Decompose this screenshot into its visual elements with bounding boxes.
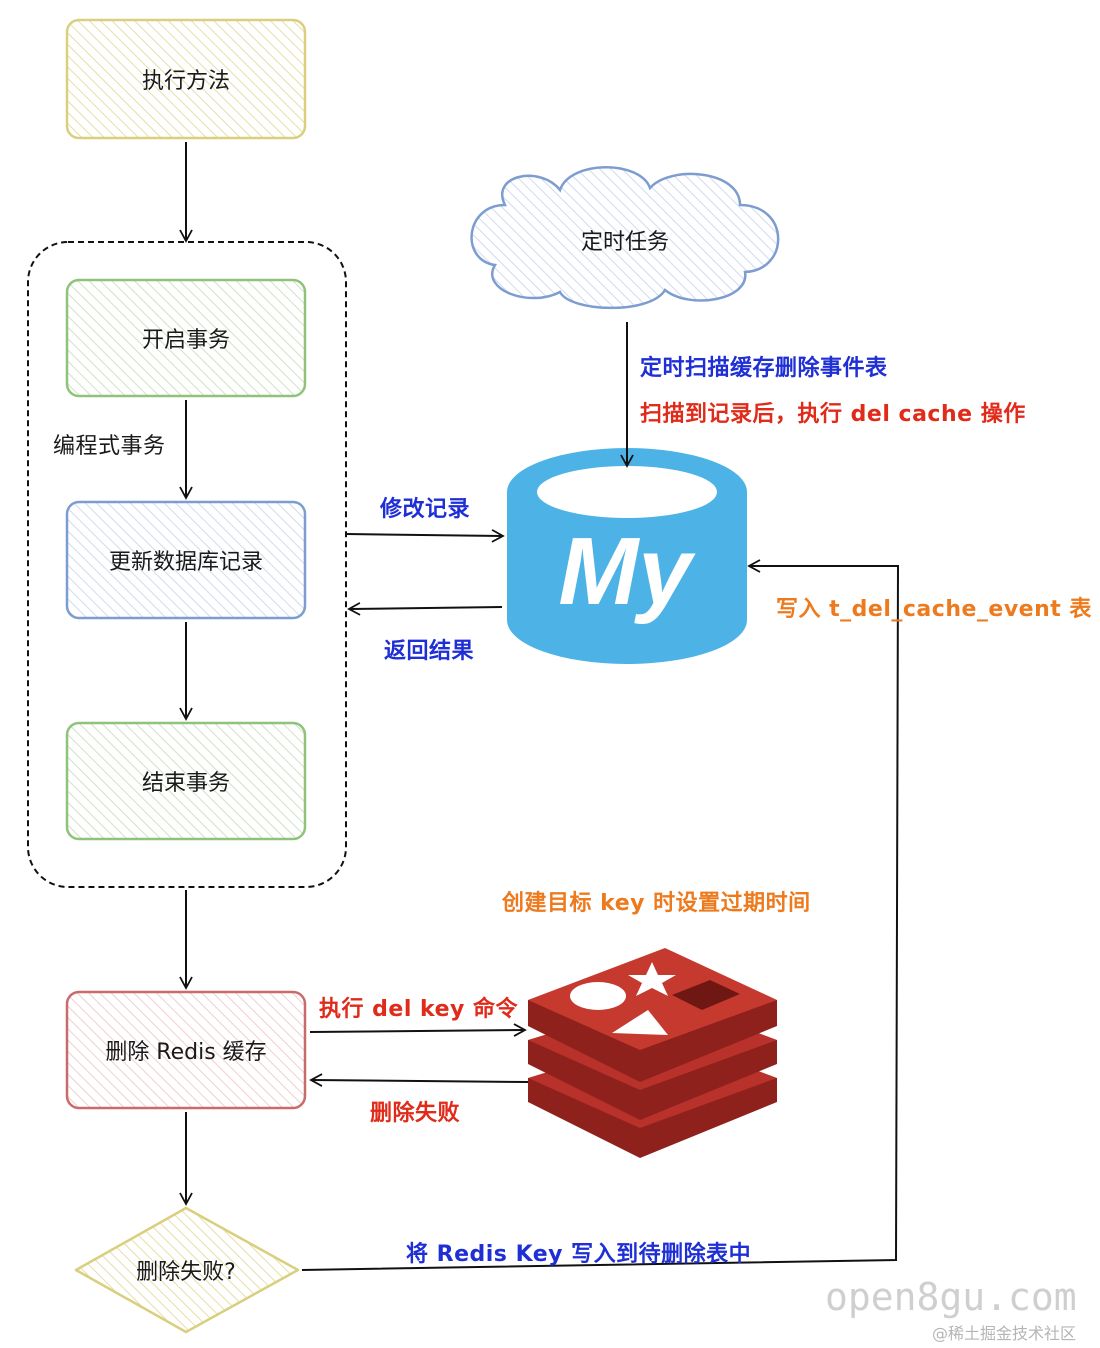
write-event-table-label: 写入 t_del_cache_event 表: [776, 597, 1092, 622]
exec-del-key-label: 执行 del key 命令: [319, 997, 518, 1022]
scan-table-label: 定时扫描缓存删除事件表: [640, 356, 888, 381]
arrow-exec-del-key: [309, 1023, 527, 1037]
execute-method-node: [65, 18, 307, 140]
return-result-label: 返回结果: [384, 639, 475, 664]
update-db-label: 更新数据库记录: [108, 550, 263, 575]
arrow-delete-fail: [309, 1073, 529, 1087]
set-expire-label: 创建目标 key 时设置过期时间: [502, 891, 811, 916]
execute-method-label: 执行方法: [141, 69, 230, 94]
modify-record-label: 修改记录: [380, 497, 471, 522]
write-pending-label: 将 Redis Key 写入到待删除表中: [406, 1242, 752, 1267]
end-transaction-label: 结束事务: [141, 771, 230, 796]
redis-stack-icon: [528, 948, 777, 1158]
delete-failed-label: 删除失败?: [136, 1260, 236, 1285]
arrow-modify-record: [345, 529, 505, 543]
begin-transaction-node: [65, 278, 307, 398]
transaction-container: [27, 241, 347, 888]
delete-redis-label: 删除 Redis 缓存: [105, 1040, 267, 1065]
programmatic-tx-label: 编程式事务: [53, 434, 166, 459]
begin-transaction-label: 开启事务: [141, 328, 230, 353]
update-db-node: [65, 500, 307, 620]
scheduled-task-label: 定时任务: [580, 230, 669, 255]
delete-failed-decision: [74, 1206, 300, 1334]
delete-redis-node: [65, 990, 307, 1110]
delete-fail-label: 删除失败: [370, 1101, 461, 1126]
mysql-database-icon: My: [507, 448, 747, 664]
svg-text:My: My: [558, 518, 696, 625]
scan-then-delete-label: 扫描到记录后，执行 del cache 操作: [640, 402, 1026, 427]
arrow-return-result: [347, 602, 503, 616]
community-watermark: @稀土掘金技术社区: [932, 1324, 1077, 1343]
site-watermark: open8gu.com: [825, 1275, 1077, 1319]
end-transaction-node: [65, 721, 307, 841]
scheduled-task-cloud: [470, 166, 780, 310]
arrow-write-pending-table: [301, 559, 900, 1271]
